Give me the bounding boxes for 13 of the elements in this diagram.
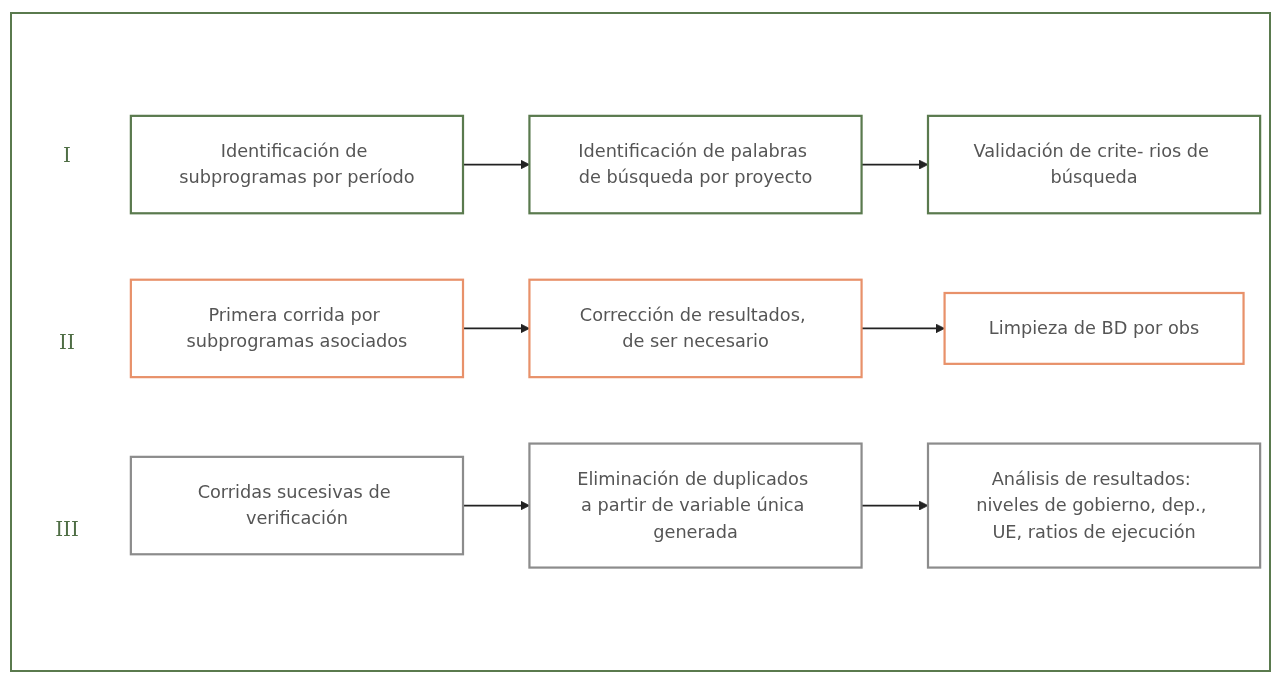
node-box xyxy=(528,115,863,215)
node-box xyxy=(528,442,863,569)
figure-frame: I II III Identificación de subprogramas por período Identificación de palabras de búsqueda por proyecto Validación de crite- rios de búsqueda Primera corrida por subprogramas asociados Corrección de resultados, de ser necesario Limpieza de BD por obs Corridas sucesivas de verificación Eliminación de duplicados a partir de variable única generada Análisis de resultados: niveles de gobierno, dep., UE, ratios de ejecución xyxy=(10,12,1271,672)
node-box xyxy=(129,456,465,556)
node-box xyxy=(926,442,1262,569)
node-box xyxy=(528,278,863,379)
row-label: II xyxy=(59,330,75,354)
node-box xyxy=(926,115,1262,215)
node-box xyxy=(129,278,465,379)
row-label: III xyxy=(55,516,79,541)
row-label: I xyxy=(63,143,71,168)
node-box xyxy=(943,292,1245,366)
node-box xyxy=(129,115,465,215)
